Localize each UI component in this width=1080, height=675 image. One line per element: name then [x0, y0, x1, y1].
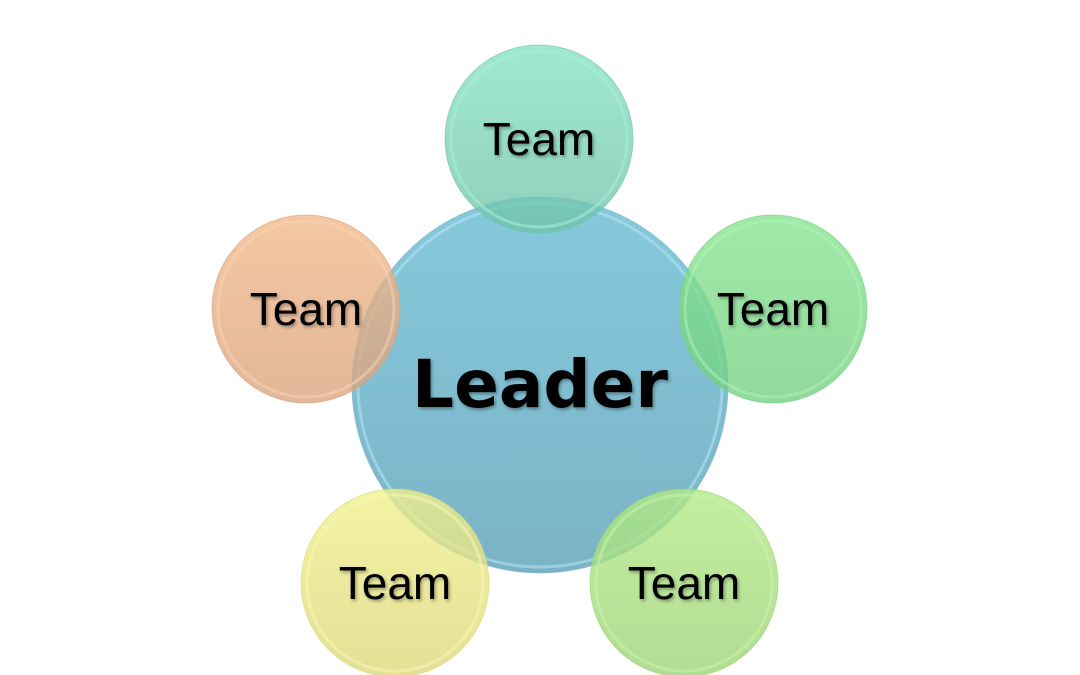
team-circle-shape — [589, 488, 779, 675]
team-circle-right — [678, 214, 868, 404]
team-circle-rim — [216, 219, 396, 399]
team-label-right: Team — [717, 283, 829, 335]
team-circle-top — [444, 44, 634, 234]
team-circle-rim — [449, 49, 629, 229]
team-circle-shape — [211, 214, 401, 404]
team-circle-rim — [594, 493, 774, 673]
team-circle-rim — [305, 493, 485, 673]
team-circle-bottom-left — [300, 488, 490, 675]
labels-layer: Leader Team Team Team Team Team — [250, 113, 829, 609]
team-circle-rim — [683, 219, 863, 399]
circles-layer — [211, 44, 868, 675]
team-label-top: Team — [483, 113, 595, 165]
team-circle-bottom-right — [589, 488, 779, 675]
team-circle-shape — [678, 214, 868, 404]
team-circle-shape — [444, 44, 634, 234]
team-circle-left — [211, 214, 401, 404]
team-circle-shape — [300, 488, 490, 675]
leader-label: Leader — [412, 346, 668, 423]
team-label-bottom-right: Team — [628, 557, 740, 609]
team-label-bottom-left: Team — [339, 557, 451, 609]
team-label-left: Team — [250, 283, 362, 335]
